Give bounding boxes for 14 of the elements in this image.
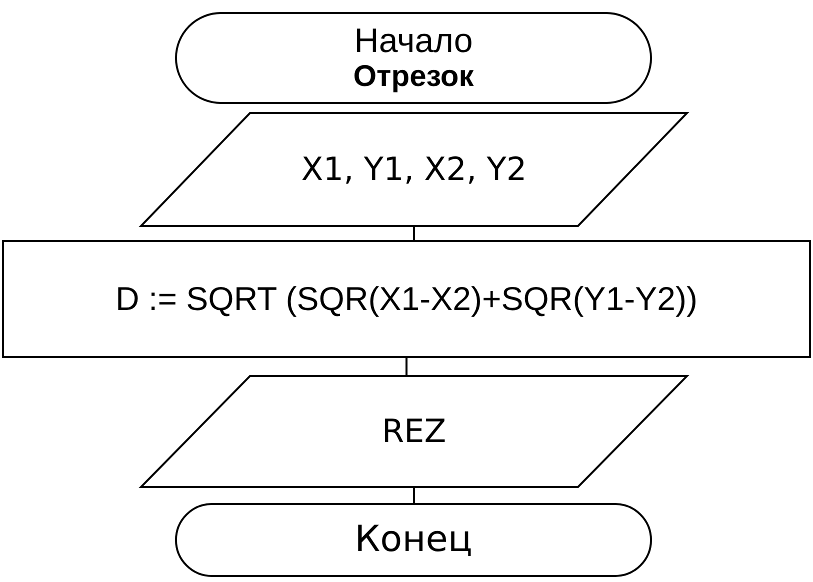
- procedure-name: Отрезок: [353, 60, 474, 94]
- terminator-shape: [175, 12, 652, 104]
- data-label: X1, Y1, X2, Y2: [301, 152, 527, 188]
- data-label: REZ: [382, 414, 446, 450]
- process-box: [2, 240, 811, 358]
- connector-line: [406, 358, 408, 375]
- terminator-label: Конец: [354, 520, 472, 560]
- formula-text: D := SQRT (SQR(X1-X2)+SQR(Y1-Y2)): [116, 280, 698, 318]
- start-label: Начало: [354, 22, 473, 60]
- input-output-parallelogram: [140, 112, 688, 227]
- terminator-shape: [175, 503, 652, 577]
- connector-line: [413, 227, 415, 240]
- connector-line: [413, 488, 415, 503]
- input-output-parallelogram: [140, 375, 688, 488]
